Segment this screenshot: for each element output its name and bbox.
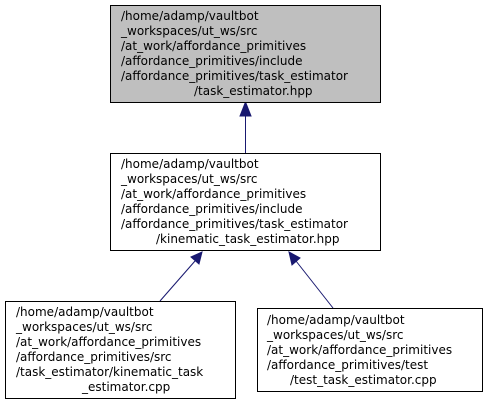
node-label-line: /kinematic_task_estimator.hpp bbox=[156, 232, 340, 246]
node-label-line: /task_estimator/kinematic_task bbox=[16, 365, 204, 379]
node-kinematic-task-estimator-cpp[interactable]: /home/adamp/vaultbot _workspaces/ut_ws/s… bbox=[5, 301, 236, 399]
node-label-line: /affordance_primitives/include bbox=[121, 202, 303, 216]
node-label-line: _workspaces/ut_ws/src bbox=[121, 24, 258, 38]
node-label-line: /at_work/affordance_primitives bbox=[121, 39, 307, 53]
node-label-line: /home/adamp/vaultbot bbox=[267, 312, 405, 327]
node-label-line: /at_work/affordance_primitives bbox=[121, 187, 307, 201]
node-label-line: /home/adamp/vaultbot bbox=[16, 305, 154, 319]
node-label-line: _workspaces/ut_ws/src bbox=[121, 172, 258, 186]
node-kinematic-task-estimator-hpp[interactable]: /home/adamp/vaultbot _workspaces/ut_ws/s… bbox=[110, 153, 381, 251]
node-test-task-estimator-cpp[interactable]: /home/adamp/vaultbot _workspaces/ut_ws/s… bbox=[257, 308, 483, 392]
node-label-line: /affordance_primitives/task_estimator bbox=[121, 69, 348, 83]
node-label-line: /home/adamp/vaultbot bbox=[121, 157, 259, 171]
node-label-line: _workspaces/ut_ws/src bbox=[16, 320, 153, 334]
node-label-line: _workspaces/ut_ws/src bbox=[267, 327, 404, 342]
node-label-line: /at_work/affordance_primitives bbox=[16, 335, 202, 349]
edge-left-to-middle bbox=[159, 251, 203, 302]
node-label-line: _estimator.cpp bbox=[82, 380, 171, 394]
edge-right-to-middle bbox=[288, 251, 334, 309]
node-label-line: /at_work/affordance_primitives bbox=[267, 342, 453, 357]
node-label-line: /test_task_estimator.cpp bbox=[290, 372, 437, 387]
node-label-line: /affordance_primitives/task_estimator bbox=[121, 217, 348, 231]
edge-middle-to-focus bbox=[239, 100, 252, 153]
node-label-line: /task_estimator.hpp bbox=[194, 84, 313, 98]
node-label-line: /affordance_primitives/test bbox=[267, 357, 429, 372]
node-label-line: /home/adamp/vaultbot bbox=[121, 9, 259, 23]
node-label-line: /affordance_primitives/src bbox=[16, 350, 172, 364]
node-label-line: /affordance_primitives/include bbox=[121, 54, 303, 68]
node-task-estimator-hpp: /home/adamp/vaultbot _workspaces/ut_ws/s… bbox=[110, 5, 381, 103]
